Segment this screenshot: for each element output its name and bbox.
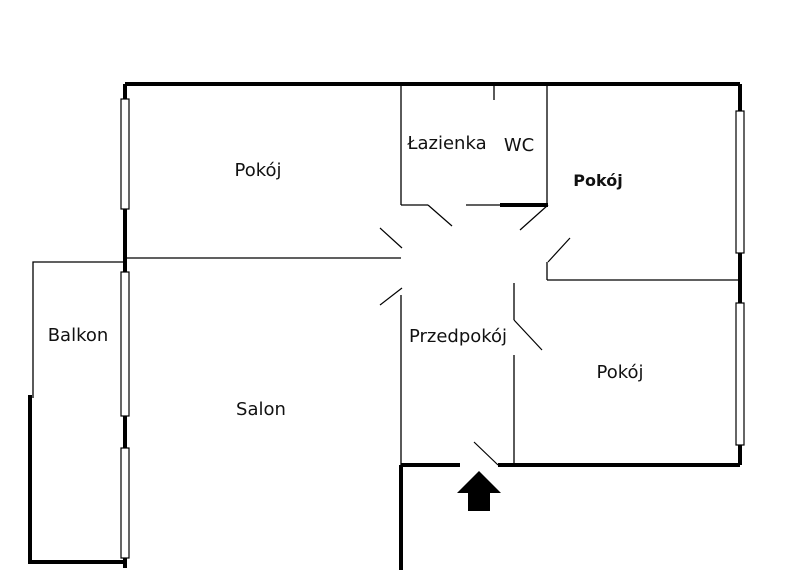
room-labels: Pokój Łazienka WC Pokój Balkon Salon Prz…	[48, 133, 644, 420]
windows	[120, 98, 745, 559]
label-pokoj-top-right: Pokój	[573, 171, 622, 190]
door-wc	[519, 204, 549, 231]
doors	[379, 204, 571, 466]
label-pokoj-bottom-right: Pokój	[596, 362, 643, 383]
interior-walls	[32, 84, 740, 465]
label-przedpokoj: Przedpokój	[409, 326, 507, 347]
window-left-top	[120, 98, 130, 210]
label-salon: Salon	[236, 399, 286, 420]
door-pokoj-top-right	[547, 237, 571, 263]
label-lazienka: Łazienka	[406, 133, 486, 154]
outer-walls	[28, 82, 742, 570]
door-pokoj-top-left	[379, 227, 403, 249]
label-pokoj-top-left: Pokój	[234, 160, 281, 181]
door-lazienka	[427, 204, 453, 227]
entrance-arrow-up-icon	[457, 471, 501, 511]
balcony-inner-wall	[32, 261, 125, 398]
door-salon	[379, 287, 403, 306]
window-right-top	[735, 110, 745, 254]
door-pokoj-bottom-right	[513, 319, 543, 351]
window-left-bottom	[120, 447, 130, 559]
window-left-middle	[120, 271, 130, 417]
label-wc: WC	[504, 135, 534, 156]
window-right-bottom	[735, 302, 745, 446]
label-balkon: Balkon	[48, 325, 109, 346]
door-entrance	[473, 441, 499, 466]
balcony-outer-wall	[28, 395, 125, 564]
